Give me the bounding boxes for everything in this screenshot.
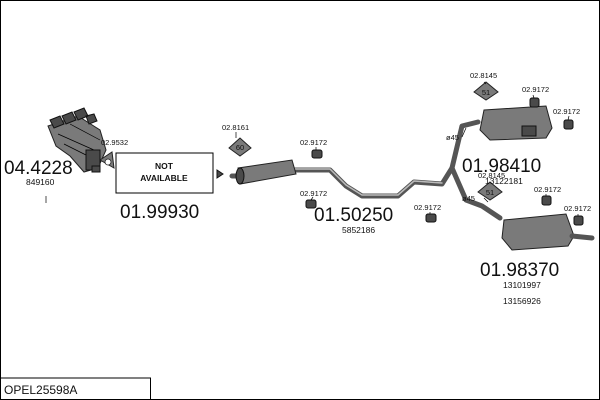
exhaust-manifold[interactable] — [47, 107, 107, 173]
manifold-bolt[interactable] — [91, 165, 101, 173]
hanger-center-bottom-label: 02.9172 — [300, 189, 327, 198]
rear-top-number: 01.98410 — [462, 156, 541, 177]
hanger-top-2-label: 02.9172 — [553, 107, 580, 116]
pipe-flange[interactable] — [216, 169, 224, 179]
diameter-2: ø45 — [462, 194, 475, 203]
hanger-bottom-1-label: 02.9172 — [534, 185, 561, 194]
hanger-top-1-label: 02.9172 — [522, 85, 549, 94]
hanger-mid[interactable] — [425, 213, 437, 223]
rear-silencer-bottom[interactable] — [501, 213, 595, 251]
hanger-top-2[interactable] — [563, 119, 574, 130]
manifold-gasket-label: 02.9532 — [101, 138, 128, 147]
leader-lines — [235, 81, 579, 216]
hanger-center-top-label: 02.9172 — [300, 138, 327, 147]
rear-bottom-sub1: 13101997 — [503, 280, 541, 290]
diameter-1: ø45 — [446, 133, 459, 142]
manifold-number: 04.4228 — [4, 158, 73, 179]
clamp-bottom[interactable]: 51 — [477, 181, 503, 201]
manifold-sub: 849160 — [26, 177, 55, 187]
rear-top-sub: 13122181 — [485, 176, 523, 186]
center-sub: 5852186 — [342, 225, 375, 235]
hanger-bottom-2-label: 02.9172 — [564, 204, 591, 213]
not-available-line1: NOT — [155, 161, 174, 171]
front-pipe-number: 01.99930 — [120, 202, 199, 223]
center-number: 01.50250 — [314, 205, 393, 226]
hanger-top-1[interactable] — [529, 97, 540, 108]
manifold-gasket[interactable] — [99, 151, 115, 169]
rear-silencer-top[interactable] — [479, 105, 553, 141]
hanger-center-top[interactable] — [311, 149, 323, 159]
center-silencer[interactable] — [235, 159, 297, 185]
hanger-bottom-2[interactable] — [573, 215, 584, 226]
svg-text:60: 60 — [236, 143, 244, 152]
front-gasket[interactable]: 60 — [228, 137, 252, 157]
svg-text:51: 51 — [482, 88, 490, 97]
svg-text:51: 51 — [486, 188, 494, 197]
clamp-top-label: 02.8145 — [470, 71, 497, 80]
hanger-bottom-1[interactable] — [541, 195, 552, 206]
front-gasket-label: 02.8161 — [222, 123, 249, 132]
clamp-top[interactable]: 51 — [473, 81, 499, 101]
rear-bottom-sub2: 13156926 — [503, 296, 541, 306]
hanger-mid-label: 02.9172 — [414, 203, 441, 212]
clamp-bottom-label: 02.8145 — [478, 171, 505, 180]
reference-code: OPEL25598A — [4, 383, 77, 397]
not-available-line2: AVAILABLE — [140, 173, 188, 183]
rear-bottom-number: 01.98370 — [480, 260, 559, 281]
not-available-box — [115, 152, 214, 194]
